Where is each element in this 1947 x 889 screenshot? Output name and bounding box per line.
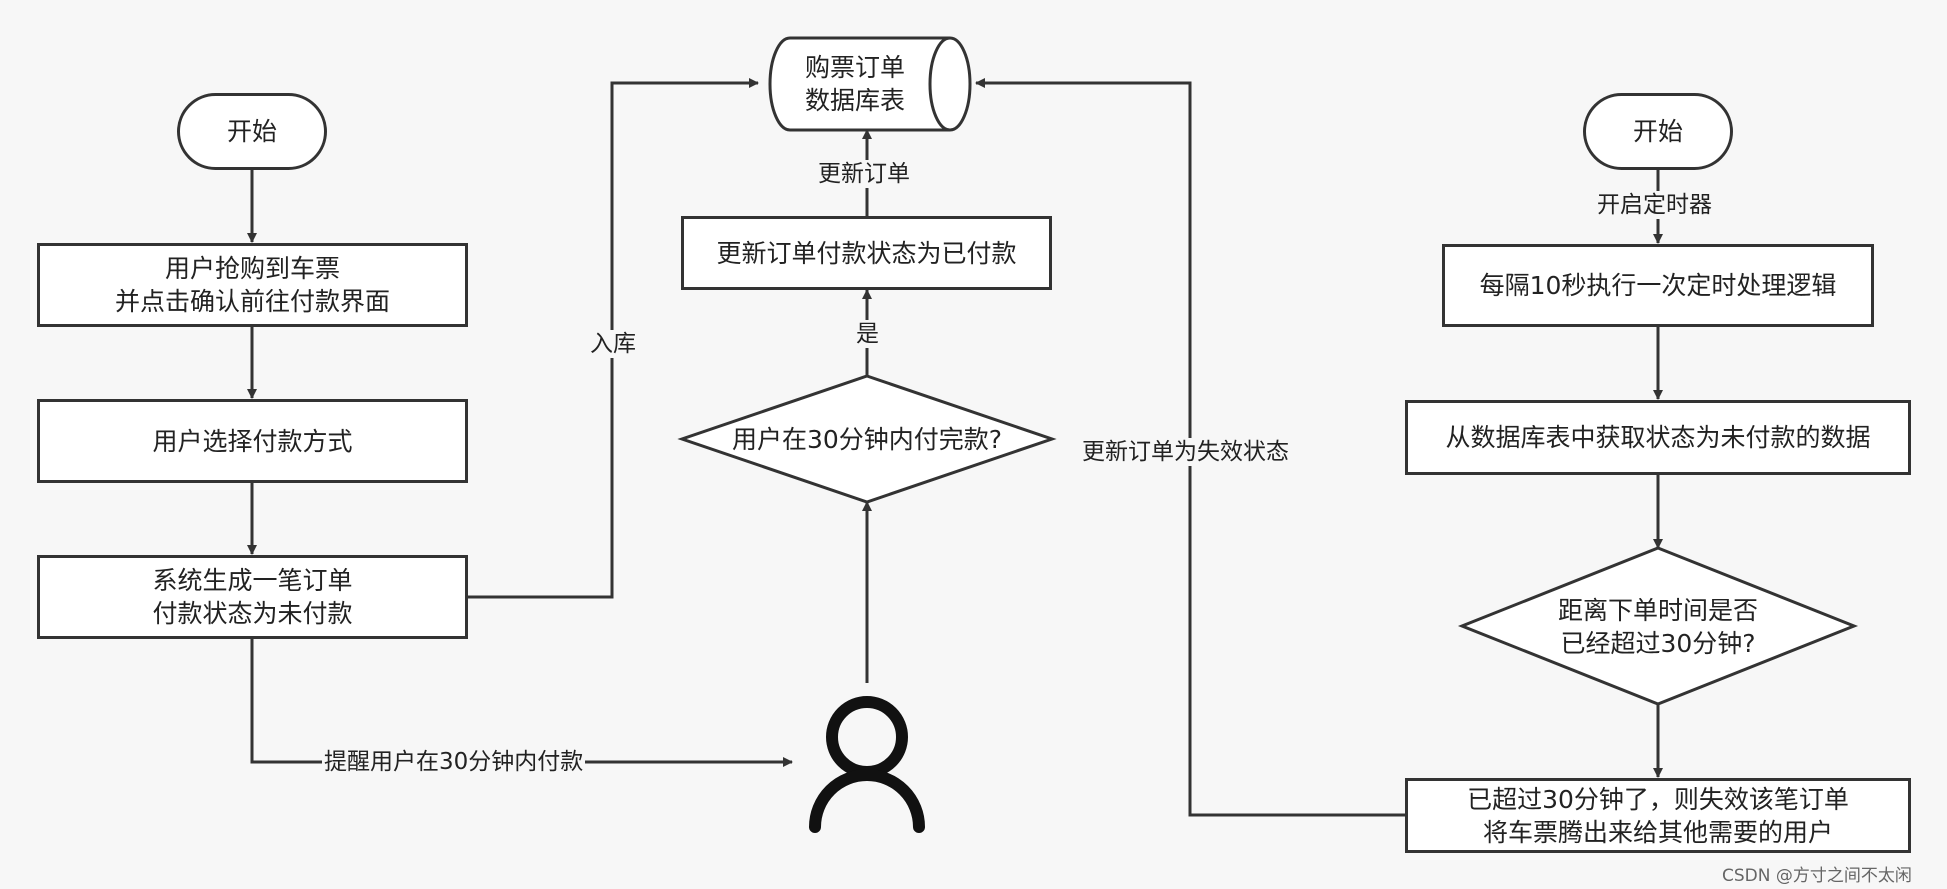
edge-label-mark-invalid: 更新订单为失效状态 bbox=[1080, 438, 1291, 466]
order-database-table: 购票订单 数据库表 bbox=[804, 53, 905, 115]
edge-remind-user bbox=[250, 638, 793, 767]
edge-label-yes: 是 bbox=[854, 320, 881, 348]
edge-label-store: 入库 bbox=[588, 330, 638, 358]
expire-order-step: 已超过30分钟了，则失效该笔订单 将车票腾出来给其他需要的用户 bbox=[1405, 778, 1911, 853]
watermark: CSDN @方寸之间不太闲 bbox=[1722, 866, 1912, 886]
generate-order-step: 系统生成一笔订单 付款状态为未付款 bbox=[37, 555, 468, 639]
start-node-left: 开始 bbox=[177, 93, 327, 170]
edge-label-update-order: 更新订单 bbox=[816, 160, 912, 188]
update-paid-step: 更新订单付款状态为已付款 bbox=[681, 216, 1052, 290]
fetch-unpaid-step: 从数据库表中获取状态为未付款的数据 bbox=[1405, 400, 1911, 475]
database-cylinder-shape bbox=[768, 36, 972, 132]
start-node-right: 开始 bbox=[1583, 93, 1733, 170]
timer-logic-step: 每隔10秒执行一次定时处理逻辑 bbox=[1442, 244, 1874, 327]
user-icon bbox=[809, 696, 925, 833]
over-30min-decision: 距离下单时间是否 已经超过30分钟? bbox=[1557, 596, 1758, 658]
grab-ticket-step: 用户抢购到车票 并点击确认前往付款界面 bbox=[37, 243, 468, 327]
choose-payment-step: 用户选择付款方式 bbox=[37, 399, 468, 483]
paid-in-30min-decision: 用户在30分钟内付完款? bbox=[731, 424, 1003, 454]
edge-label-start-timer: 开启定时器 bbox=[1595, 191, 1714, 219]
edge-label-remind: 提醒用户在30分钟内付款 bbox=[322, 748, 586, 776]
